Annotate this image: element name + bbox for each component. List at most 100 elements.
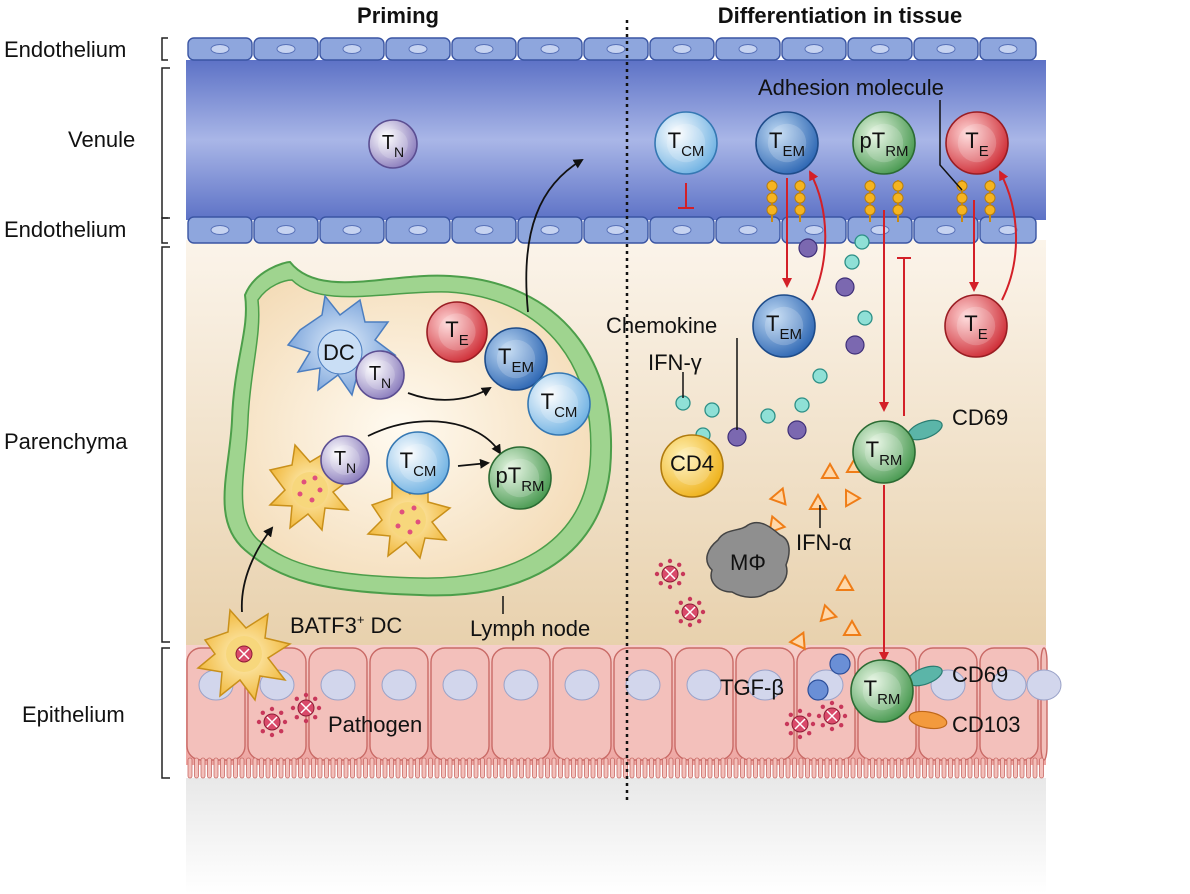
microvillus	[304, 757, 310, 779]
microvillus	[584, 757, 589, 779]
microvillus	[922, 757, 927, 779]
pathogen	[784, 708, 816, 740]
microvillus	[285, 757, 290, 779]
microvillus	[824, 757, 830, 779]
header-differentiation: Differentiation in tissue	[718, 3, 962, 28]
endothelial-nucleus	[474, 225, 494, 235]
pathogen-label: Pathogen	[328, 712, 422, 737]
chemokine-teal	[854, 234, 870, 250]
microvillus	[363, 757, 368, 779]
epithelial-nucleus	[1026, 669, 1062, 701]
microvillus	[317, 757, 323, 779]
cell-label-main: T	[334, 448, 346, 470]
microvillus	[740, 757, 745, 779]
endothelial-nucleus	[276, 225, 296, 235]
microvillus	[239, 757, 245, 779]
cell-label-main: T	[668, 128, 681, 153]
cell-nucleus	[330, 445, 360, 475]
microvilli	[187, 757, 1044, 779]
microvillus	[746, 757, 752, 779]
cell-tem-ln: TEM	[484, 327, 548, 391]
cell-label: TN	[369, 363, 391, 391]
microvillus	[857, 757, 862, 779]
cell-label-subscript: RM	[521, 478, 544, 495]
epithelial-cell	[369, 647, 429, 761]
microvillus	[532, 757, 537, 779]
cell-body	[654, 111, 718, 175]
endothelial-nucleus	[408, 225, 428, 235]
cell-label-main: T	[400, 448, 413, 473]
cell-label-prefix: p	[859, 128, 871, 153]
microvillus	[837, 757, 843, 779]
epithelial-cell	[674, 647, 734, 761]
tgf-beta-label: TGF-β	[720, 675, 784, 700]
cell-label-subscript: CM	[413, 463, 436, 480]
chemokine-purple	[798, 238, 818, 258]
cell-body	[488, 446, 552, 510]
epithelial-nucleus	[320, 669, 356, 701]
cell-label-subscript: E	[978, 326, 988, 343]
cell-cd4: CD4	[660, 434, 724, 498]
microvillus	[610, 757, 615, 779]
cell-trm-tissue: TRM	[852, 420, 916, 484]
epithelial-cell	[430, 647, 490, 761]
microvillus	[330, 757, 336, 779]
cell-tn-ln-a: TN	[355, 350, 405, 400]
ifn-alpha-molecule	[819, 603, 839, 623]
macrophage	[706, 521, 790, 598]
epithelial-nucleus	[686, 669, 722, 701]
ifn-alpha-molecule	[844, 488, 862, 508]
cell-body	[660, 434, 724, 498]
cell-label-subscript: EM	[782, 143, 805, 160]
microvillus	[993, 757, 999, 779]
cell-label: TEM	[498, 344, 534, 376]
microvillus	[642, 757, 648, 779]
bottom-fade	[186, 778, 1046, 894]
endothelial-nucleus	[672, 225, 692, 235]
microvillus	[512, 757, 518, 779]
cell-tcm-ln-a: TCM	[527, 372, 591, 436]
layer-brackets	[161, 37, 170, 779]
microvillus	[954, 757, 960, 779]
epithelial-nucleus	[747, 669, 783, 701]
cell-label: TE	[445, 317, 468, 349]
endothelial-nucleus	[870, 44, 890, 54]
endothelial-nucleus	[672, 44, 692, 54]
cell-ptrm-venule: pTRM	[852, 111, 916, 175]
microvillus	[694, 757, 700, 779]
microvillus	[389, 757, 394, 779]
microvillus	[480, 757, 485, 779]
microvillus	[421, 757, 427, 779]
microvillus	[447, 757, 453, 779]
dc-label: DC	[323, 340, 355, 365]
cell-label-subscript: N	[346, 460, 356, 476]
cell-body	[755, 111, 819, 175]
endothelial-nucleus	[606, 225, 626, 235]
epithelial-cell	[308, 647, 368, 761]
endothelial-nucleus	[870, 225, 890, 235]
cell-body	[527, 372, 591, 436]
cell-tn-ln-b: TN	[320, 435, 370, 485]
cell-label-subscript: RM	[885, 143, 908, 160]
microvillus	[545, 757, 550, 779]
chemokine-teal	[760, 408, 776, 424]
cell-label: pTRM	[859, 128, 908, 160]
cell-label-prefix: p	[495, 463, 507, 488]
microvillus	[467, 757, 472, 779]
cell-body	[320, 435, 370, 485]
lymph-node-arrows	[240, 158, 584, 613]
microvillus	[941, 757, 947, 779]
microvillus	[519, 757, 524, 779]
microvillus	[902, 757, 908, 779]
microvillus	[369, 757, 375, 779]
microvillus	[278, 757, 284, 779]
microvillus	[655, 757, 661, 779]
microvillus	[382, 757, 388, 779]
microvillus	[961, 757, 966, 779]
cell-label-main: T	[866, 437, 879, 462]
endothelial-nucleus	[210, 225, 230, 235]
batf3-dc-ln-dots	[297, 475, 421, 535]
epithelial-nucleus	[503, 669, 539, 701]
chemokine-teal	[675, 395, 691, 411]
cell-body	[426, 301, 488, 363]
